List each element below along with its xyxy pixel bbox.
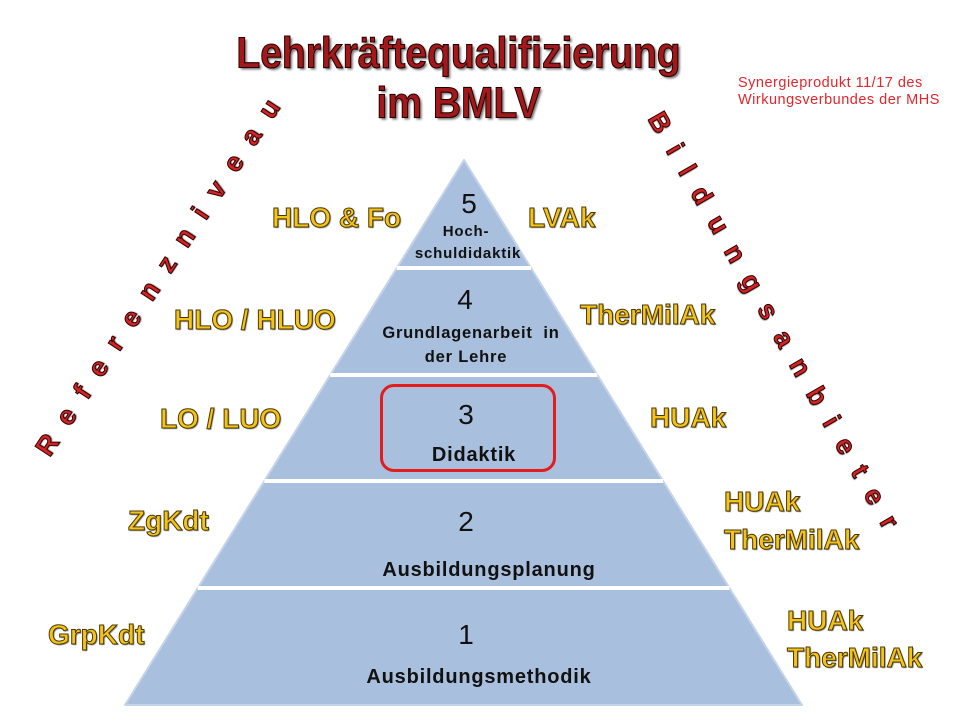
level-name-line: Ausbildungsplanung [382, 559, 596, 581]
provider-label: HUAk [649, 402, 727, 434]
note-line-2: Wirkungsverbundes der MHS [738, 92, 940, 108]
pyramid-band-level-3 [264, 375, 664, 481]
level-name-line: der Lehre [424, 348, 508, 366]
reference-label: HLO / HLUO [174, 304, 337, 336]
provider-label: HUAk [786, 605, 864, 637]
pyramid-band-level-1 [125, 588, 802, 705]
level-name-line: Grundlagenarbeit in [382, 324, 560, 342]
reference-label: GrpKdt [47, 619, 145, 651]
level-number: 1 [458, 619, 474, 650]
level-highlight-box [380, 384, 556, 472]
level-number: 3 [458, 399, 474, 430]
level-number: 2 [458, 506, 474, 537]
provider-label: LVAk [527, 202, 596, 234]
provider-label: TherMilAk [579, 299, 716, 331]
level-name-line: schuldidaktik [414, 245, 522, 262]
provider-label: HUAk [723, 486, 801, 518]
level-number: 4 [457, 284, 473, 315]
pyramid-band-level-4 [330, 268, 598, 375]
pyramid-band-level-5 [396, 160, 531, 268]
level-number: 5 [461, 188, 477, 219]
title-line-1: Lehrkräftequalifizierung [236, 29, 681, 78]
provider-label: TherMilAk [786, 642, 923, 674]
provider-label: TherMilAk [723, 524, 860, 556]
title-line-2: im BMLV [376, 79, 541, 128]
pyramid-band-level-2 [197, 481, 730, 588]
level-name-line: Hoch- [442, 223, 490, 240]
reference-label: ZgKdt [128, 505, 210, 537]
note-line-1: Synergieprodukt 11/17 des [738, 75, 923, 91]
level-name-line: Ausbildungsmethodik [366, 666, 592, 688]
reference-label: LO / LUO [159, 403, 282, 435]
reference-label: HLO & Fo [271, 202, 402, 234]
level-name-line: Didaktik [431, 444, 517, 466]
pyramid-outline [124, 159, 803, 706]
